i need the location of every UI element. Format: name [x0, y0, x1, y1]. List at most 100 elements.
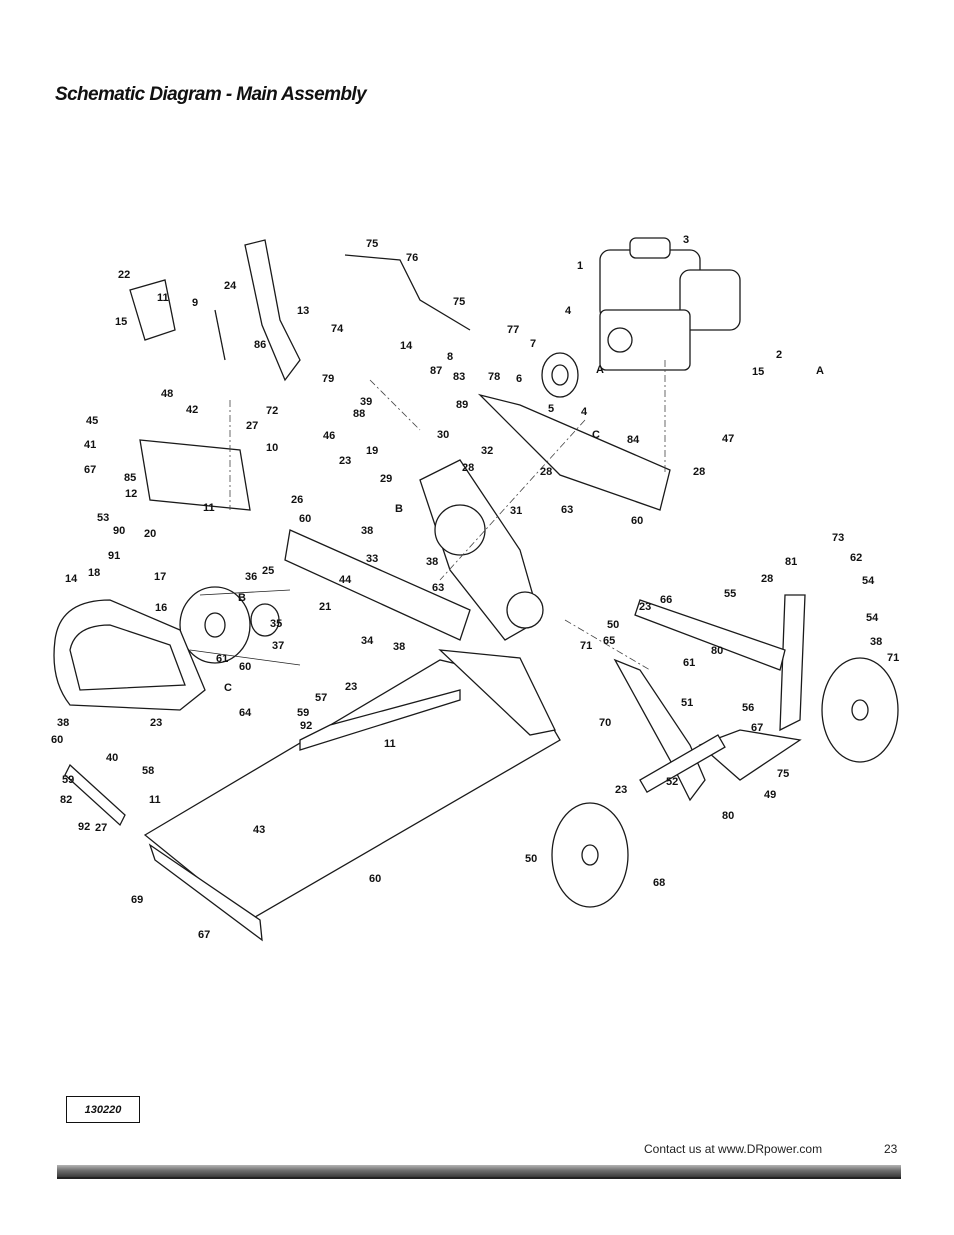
chain-case: [419, 459, 544, 641]
callout: 21: [319, 601, 331, 613]
callout: 23: [339, 455, 351, 467]
callout: 15: [752, 366, 764, 378]
callout: 14: [65, 573, 78, 585]
callout: 45: [86, 415, 98, 427]
callout: 27: [246, 420, 258, 432]
callout: 5: [548, 403, 554, 415]
callout: 4: [581, 406, 588, 418]
callout: 36: [245, 571, 257, 583]
callout: 61: [683, 657, 695, 669]
callout: B: [238, 592, 246, 604]
callout: 71: [580, 640, 592, 652]
callout: 72: [266, 405, 278, 417]
callout: 78: [488, 371, 500, 383]
callout: 70: [599, 717, 611, 729]
callout: 55: [724, 588, 736, 600]
callout: 80: [722, 810, 734, 822]
callout: 23: [345, 681, 357, 693]
page-title: Schematic Diagram - Main Assembly: [55, 84, 367, 105]
footer-contact: Contact us at www.DRpower.com: [644, 1142, 823, 1156]
callout: 27: [95, 822, 107, 834]
footer-bar: [57, 1165, 901, 1177]
callout: 79: [322, 373, 334, 385]
callout: 84: [627, 434, 640, 446]
callout: 34: [361, 635, 374, 647]
callout: 89: [456, 399, 468, 411]
callout: 4: [565, 305, 572, 317]
callout: 20: [144, 528, 156, 540]
callout: 50: [525, 853, 537, 865]
callout: 37: [272, 640, 284, 652]
callout: 60: [369, 873, 381, 885]
callout: 88: [353, 408, 365, 420]
callout: 13: [297, 305, 309, 317]
callout: 38: [870, 636, 882, 648]
callout: 11: [157, 292, 169, 304]
engine: [599, 237, 741, 371]
callout: 85: [124, 472, 136, 484]
callout: 29: [380, 473, 392, 485]
callout: 33: [366, 553, 378, 565]
callout: A: [816, 365, 824, 377]
callout: 86: [254, 339, 266, 351]
callout: 67: [751, 722, 763, 734]
callout: 52: [666, 776, 678, 788]
callout: 81: [785, 556, 797, 568]
callout: 24: [224, 280, 237, 292]
callout: C: [592, 429, 600, 441]
diagram-code: 130220: [84, 1103, 122, 1116]
callout: 8: [447, 351, 453, 363]
footer-divider: [57, 1177, 901, 1179]
callout: 39: [360, 396, 372, 408]
callout: 65: [603, 635, 615, 647]
callout: C: [224, 682, 232, 694]
callout: 35: [270, 618, 282, 630]
callout: 90: [113, 525, 125, 537]
callout: 11: [203, 502, 215, 514]
callout: 60: [631, 515, 643, 527]
callout: A: [596, 364, 604, 376]
callout: 23: [639, 601, 651, 613]
callout: 80: [711, 645, 723, 657]
callout: 51: [681, 697, 693, 709]
callout: 15: [115, 316, 127, 328]
callout: 42: [186, 404, 198, 416]
callout: 83: [453, 371, 465, 383]
callout: 11: [384, 738, 396, 750]
callout: B: [395, 503, 403, 515]
callout: 71: [887, 652, 899, 664]
callout: 23: [150, 717, 162, 729]
callout: 69: [131, 894, 143, 906]
callout: 25: [262, 565, 274, 577]
callout: 28: [540, 466, 552, 478]
callout: 68: [653, 877, 665, 889]
belt-guard: [53, 599, 206, 711]
callout: 38: [393, 641, 405, 653]
callout: 60: [299, 513, 311, 525]
callout: 41: [84, 439, 96, 451]
callout: 3: [683, 234, 689, 246]
callout: 14: [400, 340, 413, 352]
callout: 28: [462, 462, 474, 474]
callout: 6: [516, 373, 522, 385]
callout: 56: [742, 702, 754, 714]
callout: 23: [615, 784, 627, 796]
callout: 7: [530, 338, 536, 350]
callout: 67: [84, 464, 96, 476]
callout: 38: [361, 525, 373, 537]
callout: 31: [510, 505, 522, 517]
callout: 32: [481, 445, 493, 457]
callout: 75: [777, 768, 789, 780]
callout: 54: [862, 575, 875, 587]
page-number: 23: [884, 1142, 898, 1156]
callout: 19: [366, 445, 378, 457]
callout: 67: [198, 929, 210, 941]
callout: 11: [149, 794, 161, 806]
callout: 76: [406, 252, 418, 264]
callout: 63: [561, 504, 573, 516]
wheel-bracket: [613, 594, 806, 802]
callout: 75: [453, 296, 465, 308]
callout: 58: [142, 765, 154, 777]
callout: 77: [507, 324, 519, 336]
belt-pulley: [179, 586, 301, 666]
